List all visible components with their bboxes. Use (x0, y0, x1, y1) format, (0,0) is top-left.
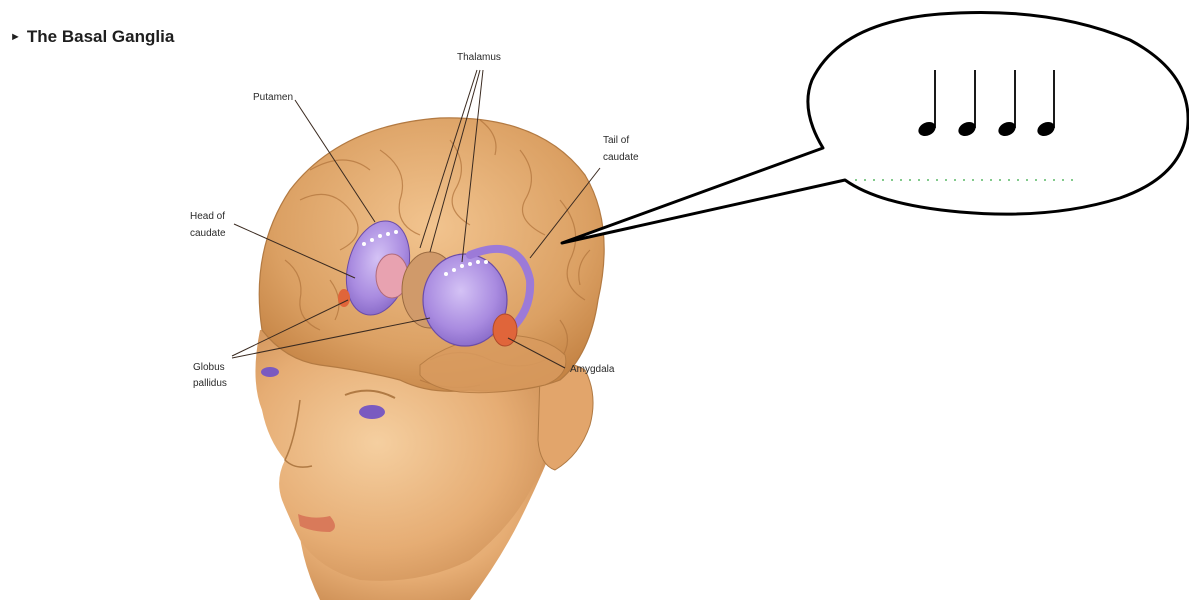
label-putamen: Putamen (253, 92, 293, 103)
label-amygdala: Amygdala (570, 364, 615, 375)
label-globus-pallidus-1: Globus (193, 362, 225, 373)
label-tail-of-caudate-1: Tail of (603, 135, 629, 146)
label-head-of-caudate-2: caudate (190, 228, 226, 239)
left-eye (261, 367, 279, 377)
speech-bubble (562, 12, 1188, 243)
label-tail-of-caudate-2: caudate (603, 152, 639, 163)
right-eye (359, 405, 385, 419)
label-thalamus: Thalamus (457, 52, 501, 63)
speech-bubble-outline (562, 12, 1188, 243)
label-globus-pallidus-2: pallidus (193, 378, 227, 389)
label-head-of-caudate-1: Head of (190, 211, 225, 222)
